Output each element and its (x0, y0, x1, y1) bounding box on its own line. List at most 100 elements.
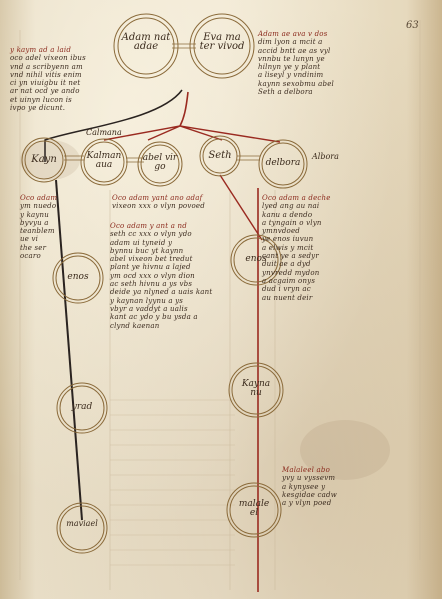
text-line: abel vixeon bet tredut (110, 255, 193, 264)
label-delbora: delbora (265, 158, 301, 168)
circle-enos-left (52, 252, 104, 304)
lineage-line-adam-eva (179, 91, 189, 127)
text-line: au nuent deir (262, 293, 313, 302)
text-line: cant ye a sedyr (262, 252, 319, 261)
text-line: plant ye hivnu a lajed (110, 263, 191, 272)
text-line: adam ui tyneid y (110, 238, 173, 247)
text-line: ynvredd mydon (262, 268, 320, 277)
circle-maviael (56, 502, 108, 554)
text-line: Oco adam a deche (262, 194, 331, 202)
text-line: vnd a scribyenn am (10, 62, 83, 71)
text-line: et uinyn lucon is (10, 95, 72, 104)
circle-delbora (258, 139, 308, 189)
label-eva: Eva ma ter vivod (199, 32, 245, 52)
circle-yrad (56, 382, 108, 434)
text-line: a acgaim onys (262, 276, 316, 285)
text-line: Oco adam (20, 194, 58, 202)
text-line: lyed ang au nai (262, 202, 320, 211)
text-line: kanu a dendo (262, 210, 313, 219)
text-line: ue vi (20, 235, 39, 244)
text-line: ym nuedo (20, 202, 57, 211)
text-line: accid bntt ae as vyl (258, 46, 331, 55)
label-enos-right: enos (245, 254, 267, 264)
label-malaleel: malale el (238, 499, 270, 518)
label-maviael: maviael (66, 519, 98, 528)
label-kalmana: Kalman aua (86, 151, 122, 170)
text-line: teanblem (20, 227, 55, 236)
side-note-calmana: Calmana (86, 128, 122, 137)
text-line: dim lyon a mcit a (258, 38, 323, 47)
text-line: seth cc xxx o vlyn ydo (110, 230, 192, 239)
text-line: hilnyn ye y plant (258, 63, 321, 72)
lineage-line-kayn (44, 89, 183, 162)
text-line: dud i vryn ac (262, 285, 311, 294)
label-kayn: Kayn (31, 154, 57, 165)
lineage-branches (103, 125, 281, 143)
circle-kaynan (228, 362, 284, 418)
label-abel: abel vir go (142, 153, 178, 172)
circle-seth (199, 135, 241, 177)
label-yrad: yrad (71, 402, 93, 412)
text-line: y kaym ad a laid (10, 46, 72, 54)
circle-eva (189, 13, 255, 79)
side-note-albora: Albora (312, 152, 339, 161)
label-adam: Adam nat adae (121, 32, 171, 52)
text-line: a y vlyn poed (282, 499, 332, 508)
text-line: y kaynu (20, 210, 49, 219)
text-line: ivpo ye dicunt. (10, 104, 66, 113)
text-line: the ser (20, 243, 47, 252)
folio-number: 63 (406, 20, 419, 31)
label-enos-left: enos (67, 272, 89, 282)
text-line: clynd kaenan (110, 321, 160, 330)
text-line: Oco adam y ant a nd (110, 222, 187, 230)
text-line: ar nat ocd ye ando (10, 87, 80, 96)
label-seth: Seth (208, 150, 232, 161)
text-line: y kaynan lyynu a ys (110, 296, 184, 305)
circle-malaleel (226, 482, 282, 538)
text-line: Malaleel abo (282, 466, 331, 474)
circle-kayn (21, 137, 67, 183)
text-line: duit ae a dyd (262, 260, 311, 269)
text-line: a liseyl y vndinim (258, 71, 324, 80)
circle-abel (137, 141, 183, 187)
text-line: Oco adam yant ano adaf (112, 194, 203, 202)
text-line: deide ya nlyned a uais kant (110, 288, 213, 297)
text-line: yvy u vyssevm (282, 474, 336, 483)
text-line: vnnbu te lunyn ye (258, 54, 325, 63)
text-line: ym ocd xxx o vlyn dion (110, 271, 195, 280)
text-line: oco adel vixeon ibus (10, 54, 86, 63)
text-line: Seth a delbora (258, 88, 313, 97)
text-line: kesgidae cadw (282, 490, 337, 499)
circle-kalmana (80, 138, 128, 186)
text-line: ocaro (20, 252, 41, 261)
text-line: a tyngain o vlyn (262, 218, 322, 227)
text-line: vbyr a vaddyt a ualis (110, 304, 188, 313)
text-line: Adam ae ava v dos (258, 30, 328, 38)
text-line: kant ac ydo y bu ysda a (110, 313, 198, 322)
text-line: a kynysee y (282, 482, 326, 491)
text-line: ymnvdoed (262, 227, 300, 236)
text-line: ci yn viuigbu it net (10, 79, 81, 88)
circle-adam (113, 13, 179, 79)
parchment-stain (300, 420, 390, 480)
text-line: bynnu buc yt kaynn (110, 246, 184, 255)
text-line: ye enos iuvun (262, 235, 314, 244)
text-line: vixeon xxx o vlyn povoed (112, 202, 205, 211)
text-line: byvyu a (20, 218, 49, 227)
text-line: vnd nihil vitis enim (10, 70, 82, 79)
text-line: a elwis y mcit (262, 243, 314, 252)
lineage-line-seth-enos (219, 174, 263, 241)
text-line: ac seth hivnu a ys vbs (110, 280, 193, 289)
label-kaynan: Kayna nu (241, 379, 271, 398)
text-line: kaynn sexobmu abel (258, 79, 334, 88)
lineage-line-kayn-descent (55, 179, 83, 521)
